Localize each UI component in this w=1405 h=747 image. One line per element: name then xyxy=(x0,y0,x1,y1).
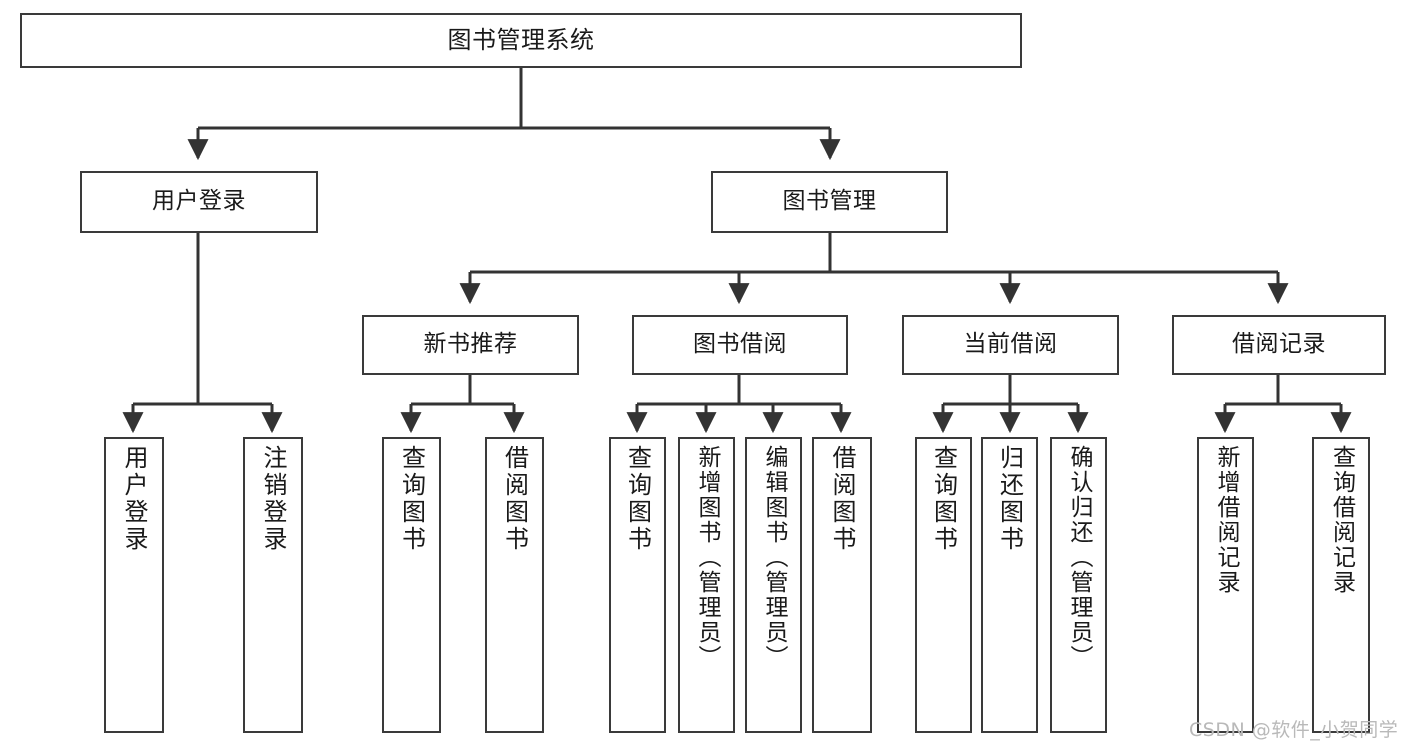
leaf-borrow-record-add-record[interactable]: 新增借阅记录 xyxy=(1197,437,1254,733)
node-label: 注销登录 xyxy=(259,445,287,553)
node-label: 查询借阅记录 xyxy=(1328,445,1355,595)
node-label: 当前借阅 xyxy=(963,331,1058,358)
node-label: 查询图书 xyxy=(929,445,958,553)
node-label: 借阅图书 xyxy=(500,445,529,553)
leaf-current-borrow-confirm-return-admin[interactable]: 确认归还（管理员） xyxy=(1050,437,1107,733)
node-new-book-recommendation[interactable]: 新书推荐 xyxy=(362,315,579,375)
leaf-book-borrow-edit-book-admin[interactable]: 编辑图书（管理员） xyxy=(745,437,802,733)
node-label: 新增借阅记录 xyxy=(1213,445,1239,595)
leaf-current-borrow-return-book[interactable]: 归还图书 xyxy=(981,437,1038,733)
leaf-new-book-borrow-book[interactable]: 借阅图书 xyxy=(485,437,544,733)
node-root-book-management-system[interactable]: 图书管理系统 xyxy=(20,13,1022,68)
node-label: 查询图书 xyxy=(397,445,426,553)
node-label: 查询图书 xyxy=(623,445,652,553)
node-label: 新书推荐 xyxy=(423,331,518,358)
node-user-login[interactable]: 用户登录 xyxy=(80,171,318,233)
node-label: 图书管理 xyxy=(782,188,877,215)
node-current-borrowing[interactable]: 当前借阅 xyxy=(902,315,1119,375)
node-label: 用户登录 xyxy=(152,188,246,215)
leaf-book-borrow-query-book[interactable]: 查询图书 xyxy=(609,437,666,733)
leaf-new-book-query-book[interactable]: 查询图书 xyxy=(382,437,441,733)
leaf-current-borrow-query-book[interactable]: 查询图书 xyxy=(915,437,972,733)
leaf-book-borrow-add-book-admin[interactable]: 新增图书（管理员） xyxy=(678,437,735,733)
node-label: 用户登录 xyxy=(120,445,148,553)
leaf-user-login-logout[interactable]: 注销登录 xyxy=(243,437,303,733)
node-label: 借阅图书 xyxy=(828,445,856,553)
node-label: 新增图书（管理员） xyxy=(694,445,720,670)
node-borrowing-record[interactable]: 借阅记录 xyxy=(1172,315,1386,375)
leaf-user-login-login[interactable]: 用户登录 xyxy=(104,437,164,733)
node-label: 图书管理系统 xyxy=(447,26,595,55)
watermark-text: CSDN @软件_小贺同学 xyxy=(1189,719,1399,741)
csdn-watermark: CSDN @软件_小贺同学 xyxy=(1189,715,1398,742)
node-book-management[interactable]: 图书管理 xyxy=(711,171,948,233)
node-label: 图书借阅 xyxy=(693,331,787,358)
node-book-borrowing[interactable]: 图书借阅 xyxy=(632,315,848,375)
leaf-book-borrow-borrow-book[interactable]: 借阅图书 xyxy=(812,437,872,733)
node-label: 确认归还（管理员） xyxy=(1066,445,1092,670)
node-label: 归还图书 xyxy=(995,445,1024,553)
node-label: 编辑图书（管理员） xyxy=(761,445,787,670)
leaf-borrow-record-query-record[interactable]: 查询借阅记录 xyxy=(1312,437,1370,733)
node-label: 借阅记录 xyxy=(1232,331,1326,358)
